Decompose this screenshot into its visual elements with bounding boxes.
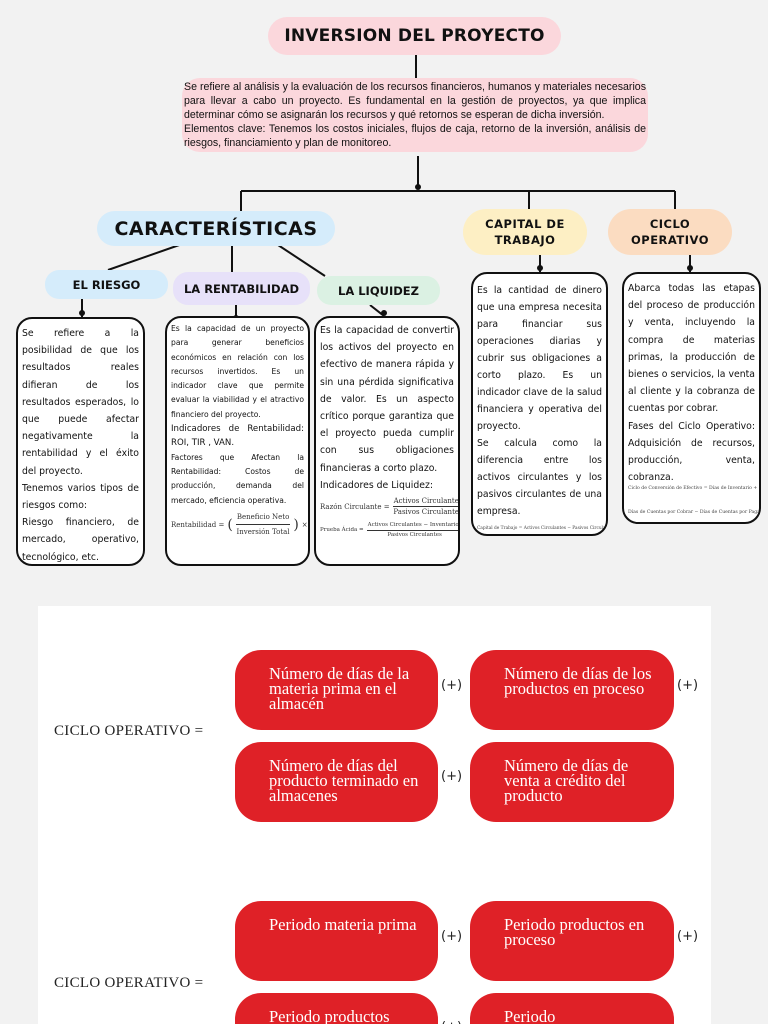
formula-tail: × 100	[301, 520, 308, 529]
razon-circulante-formula: Razón Circulante = Activos Circulantes P…	[320, 496, 458, 517]
formula-fraction: Beneficio Neto Inversión Total	[235, 510, 291, 540]
rentabilidad-formula: Rentabilidad = ( Beneficio Neto Inversió…	[171, 510, 308, 540]
ciclo-operativo-label-1: CICLO OPERATIVO =	[54, 723, 204, 739]
formula-denominator: Pasivos Circulantes	[393, 508, 460, 517]
capital-calculation: Se calcula como la diferencia entre los …	[477, 438, 602, 517]
plus-sign: (+)	[677, 678, 699, 693]
intro-text-box: Se refiere al análisis y la evaluación d…	[182, 78, 648, 152]
ciclo-formula-line2: Días de Cuentas por Cobrar − Días de Cue…	[628, 509, 761, 515]
formula-term-periodo-productos-en-proceso: Periodo productos en proceso	[470, 901, 674, 981]
junction-dot	[381, 310, 387, 316]
junction-dot	[687, 265, 693, 271]
ciclo-phases: Fases del Ciclo Operativo: Adquisición d…	[628, 420, 755, 484]
formula-term-periodo-materia-prima: Periodo materia prima	[235, 901, 438, 981]
riesgo-description-box: Se refiere a la posibilidad de que los r…	[16, 317, 145, 566]
formula-term-periodo: Periodo	[470, 993, 674, 1024]
junction-dot	[415, 184, 421, 190]
riesgo-types-intro: Tenemos varios tipos de riesgos como:	[22, 482, 139, 512]
plus-sign: (+)	[441, 1020, 462, 1024]
intro-key-elements: Elementos clave: Tenemos los costos inic…	[184, 123, 646, 149]
junction-dot	[79, 310, 85, 316]
node-caracteristicas: CARACTERÍSTICAS	[97, 211, 335, 246]
page-title: INVERSION DEL PROYECTO	[268, 17, 561, 55]
liquidez-indicators-title: Indicadores de Liquidez:	[320, 479, 434, 491]
formula-term-producto-terminado: Número de días del producto terminado en…	[235, 742, 438, 822]
intro-paragraph: Se refiere al análisis y la evaluación d…	[184, 81, 646, 121]
capital-definition: Es la cantidad de dinero que una empresa…	[477, 285, 602, 432]
capital-description-box: Es la cantidad de dinero que una empresa…	[471, 272, 608, 536]
formula-fraction: Activos Circulantes − Inventarios Pasivo…	[366, 521, 458, 540]
rentabilidad-indicators: Indicadores de Rentabilidad: ROI, TIR , …	[171, 424, 304, 449]
plus-sign: (+)	[441, 769, 463, 784]
formula-numerator: Activos Circulantes − Inventarios	[366, 521, 458, 532]
node-la-liquidez: LA LIQUIDEZ	[317, 276, 440, 305]
rentabilidad-description-box: Es la capacidad de un proyecto para gene…	[165, 316, 310, 566]
node-ciclo-operativo: CICLO OPERATIVO	[608, 209, 732, 255]
junction-dot	[537, 265, 543, 271]
node-capital-de-trabajo: CAPITAL DE TRABAJO	[463, 209, 587, 255]
formula-label: Rentabilidad =	[171, 520, 225, 529]
formula-denominator: Pasivos Circulantes	[387, 532, 442, 539]
formula-term-productos-en-proceso: Número de días de los productos en proce…	[470, 650, 674, 730]
prueba-acida-formula: Prueba Ácida = Activos Circulantes − Inv…	[320, 521, 458, 540]
riesgo-types-list: Riesgo financiero, de mercado, operativo…	[22, 517, 139, 563]
formula-numerator: Beneficio Neto	[235, 510, 291, 526]
node-el-riesgo: EL RIESGO	[45, 270, 168, 299]
ciclo-operativo-label-2: CICLO OPERATIVO =	[54, 975, 204, 991]
riesgo-definition: Se refiere a la posibilidad de que los r…	[22, 328, 139, 477]
ciclo-formula-line1: Ciclo de Conversión de Efectivo = Días d…	[628, 486, 758, 492]
formula-term-venta-a-credito: Número de días de venta a crédito del pr…	[470, 742, 674, 822]
ciclo-operativo-formula-image: CICLO OPERATIVO = Número de días de la m…	[38, 606, 711, 1024]
formula-label: Razón Circulante =	[320, 502, 390, 511]
formula-denominator: Inversión Total	[236, 528, 290, 537]
formula-fraction: Activos Circulantes Pasivos Circulantes	[392, 496, 460, 517]
plus-sign: (+)	[441, 929, 463, 944]
liquidez-description-box: Es la capacidad de convertir los activos…	[314, 316, 460, 566]
plus-sign: (+)	[677, 929, 699, 944]
capital-formula: Capital de Trabajo = Activos Circulantes…	[477, 526, 608, 531]
liquidez-definition: Es la capacidad de convertir los activos…	[320, 325, 454, 474]
ciclo-definition: Abarca todas las etapas del proceso de p…	[628, 283, 755, 415]
formula-numerator: Activos Circulantes	[392, 496, 458, 508]
plus-sign: (+)	[441, 678, 463, 693]
formula-label: Prueba Ácida =	[320, 527, 364, 534]
ciclo-description-box: Abarca todas las etapas del proceso de p…	[622, 272, 761, 524]
rentabilidad-definition: Es la capacidad de un proyecto para gene…	[171, 324, 304, 419]
formula-term-materia-prima: Número de días de la materia prima en el…	[235, 650, 438, 730]
formula-term-periodo-productos: Periodo productos	[235, 993, 438, 1024]
rentabilidad-factors: Factores que Afectan la Rentabilidad: Co…	[171, 452, 304, 505]
node-la-rentabilidad: LA RENTABILIDAD	[173, 272, 310, 305]
